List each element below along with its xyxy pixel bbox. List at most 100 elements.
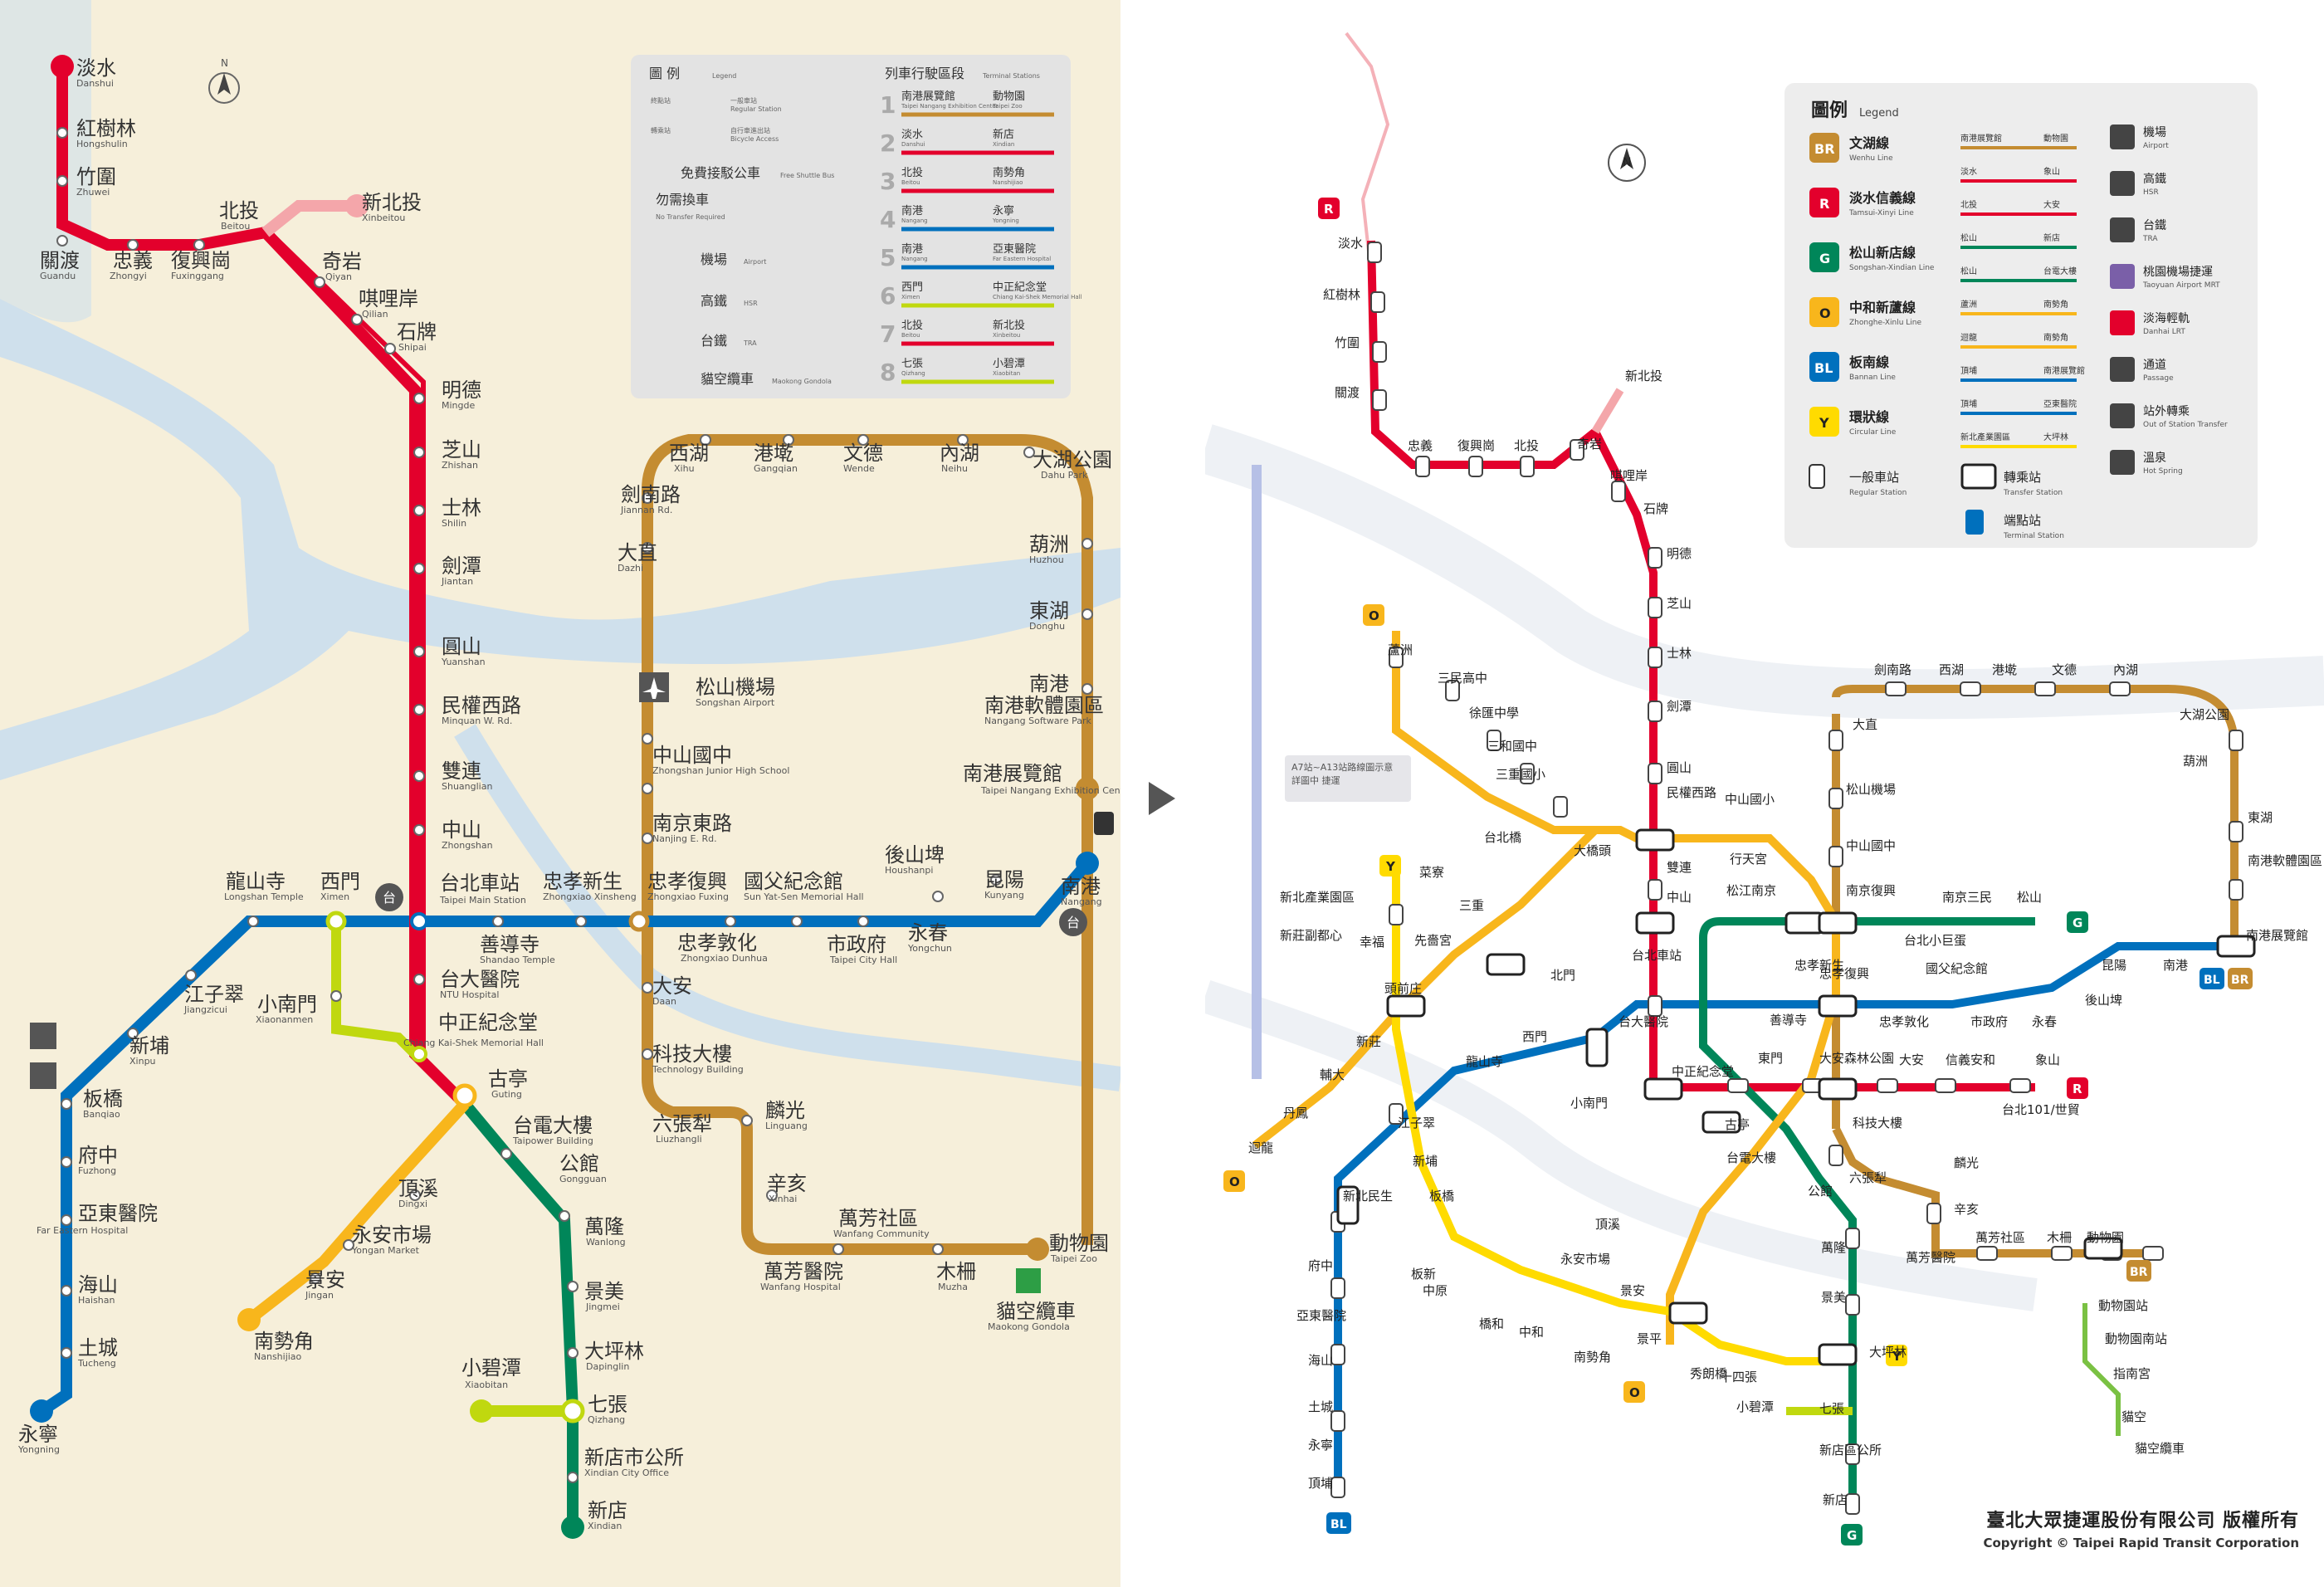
svg-text:HSR: HSR xyxy=(2143,188,2159,197)
svg-text:通道: 通道 xyxy=(2143,359,2166,372)
xinbeitou-branch xyxy=(261,200,357,237)
svg-text:O: O xyxy=(1819,305,1831,321)
svg-text:永春: 永春 xyxy=(2032,1014,2057,1029)
svg-text:Zhongxiao Xinsheng: Zhongxiao Xinsheng xyxy=(543,891,637,902)
svg-text:3: 3 xyxy=(880,168,896,195)
svg-text:Technology Building: Technology Building xyxy=(652,1064,744,1075)
svg-text:關渡: 關渡 xyxy=(40,249,80,272)
svg-text:亞東醫院: 亞東醫院 xyxy=(2043,398,2077,409)
svg-text:Nangang Software Park: Nangang Software Park xyxy=(984,715,1092,726)
svg-text:台電大樓: 台電大樓 xyxy=(513,1114,593,1137)
svg-text:Yongchun: Yongchun xyxy=(907,943,952,954)
svg-text:中正紀念堂: 中正紀念堂 xyxy=(1672,1064,1734,1079)
svg-text:Yongning: Yongning xyxy=(17,1444,60,1455)
svg-text:南港軟體園區: 南港軟體園區 xyxy=(984,694,1104,717)
svg-text:Jingan: Jingan xyxy=(305,1290,334,1301)
svg-text:市政府: 市政府 xyxy=(1970,1014,2008,1029)
svg-text:動物園: 動物園 xyxy=(993,90,1025,103)
svg-text:Fuxinggang: Fuxinggang xyxy=(171,271,224,281)
gondola-icon xyxy=(1016,1268,1041,1293)
ximen-cks-shuttle xyxy=(331,921,419,1058)
svg-text:文德: 文德 xyxy=(2052,662,2077,677)
svg-text:西門: 西門 xyxy=(320,870,360,893)
svg-text:No Transfer Required: No Transfer Required xyxy=(656,213,725,221)
svg-text:NTU Hospital: NTU Hospital xyxy=(440,989,499,1000)
svg-text:東門: 東門 xyxy=(1758,1051,1783,1066)
svg-text:古亭: 古亭 xyxy=(1725,1117,1750,1132)
svg-text:三重: 三重 xyxy=(1459,898,1484,913)
svg-text:西湖: 西湖 xyxy=(1939,662,1964,677)
svg-text:自行車進出站: 自行車進出站 xyxy=(730,126,770,134)
svg-text:6: 6 xyxy=(880,282,896,310)
legend-terminal-3: 松山新店 xyxy=(1960,232,2077,249)
svg-text:萬芳醫院: 萬芳醫院 xyxy=(1906,1250,1955,1265)
svg-text:中正紀念堂: 中正紀念堂 xyxy=(993,281,1047,294)
svg-text:中原: 中原 xyxy=(1423,1283,1448,1298)
svg-text:Huzhou: Huzhou xyxy=(1029,554,1064,565)
svg-text:紅樹林: 紅樹林 xyxy=(76,117,136,140)
svg-text:Minquan W. Rd.: Minquan W. Rd. xyxy=(442,715,512,726)
svg-text:中山國中: 中山國中 xyxy=(652,744,732,767)
zhonghe-xinlu-line xyxy=(1392,631,1840,1345)
left-legend: 圖 例 Legend 終點站 一般車站 Regular Station 轉乘站 … xyxy=(649,66,1040,387)
svg-text:北投: 北投 xyxy=(219,199,259,222)
svg-text:中和: 中和 xyxy=(1519,1325,1544,1340)
svg-text:西湖: 西湖 xyxy=(669,442,709,465)
right-legend-terminals: 南港展覽館動物園淡水象山北投大安松山新店松山台電大樓蘆洲南勢角迴龍南勢角頂埔南港… xyxy=(1960,133,2085,448)
svg-text:忠孝復興: 忠孝復興 xyxy=(1819,966,1869,981)
svg-text:Shipai: Shipai xyxy=(398,342,427,353)
svg-text:Dahu Park: Dahu Park xyxy=(1041,470,1088,481)
svg-text:內湖: 內湖 xyxy=(940,442,979,465)
svg-text:麟光: 麟光 xyxy=(1954,1155,1979,1170)
transfer-station-icon xyxy=(1960,463,1997,490)
svg-text:善導寺: 善導寺 xyxy=(1770,1013,1807,1028)
svg-text:Wende: Wende xyxy=(843,463,875,474)
compass-icon: N xyxy=(208,57,240,104)
svg-text:Zhongshan: Zhongshan xyxy=(442,840,493,851)
terminal-station-icon xyxy=(1965,510,1984,535)
arrow-right-icon xyxy=(1149,782,1175,815)
svg-text:北門: 北門 xyxy=(1550,968,1575,983)
svg-text:Bicycle Access: Bicycle Access xyxy=(730,135,779,143)
svg-text:圓山: 圓山 xyxy=(442,635,481,658)
danshui-line xyxy=(56,66,469,1108)
svg-text:Far Eastern Hospital: Far Eastern Hospital xyxy=(37,1225,128,1236)
svg-text:Guting: Guting xyxy=(491,1089,522,1100)
river xyxy=(0,299,1120,780)
svg-text:忠孝敦化: 忠孝敦化 xyxy=(677,931,757,955)
svg-text:Dapinglin: Dapinglin xyxy=(586,1361,629,1372)
svg-text:小碧潭: 小碧潭 xyxy=(993,358,1025,370)
svg-text:善導寺: 善導寺 xyxy=(480,933,540,956)
svg-text:科技大樓: 科技大樓 xyxy=(652,1043,732,1066)
svg-text:Zhongxiao Fuxing: Zhongxiao Fuxing xyxy=(647,891,729,902)
river-mouth xyxy=(0,0,91,323)
svg-text:Danhai LRT: Danhai LRT xyxy=(2143,328,2185,336)
svg-text:N: N xyxy=(1623,156,1631,169)
svg-text:O: O xyxy=(1369,608,1379,623)
svg-text:忠孝新生: 忠孝新生 xyxy=(1794,958,1844,973)
svg-text:淡水: 淡水 xyxy=(1338,236,1363,251)
svg-text:萬芳醫院: 萬芳醫院 xyxy=(764,1260,843,1283)
svg-text:Wanlong: Wanlong xyxy=(586,1237,626,1248)
svg-text:新北產業園區: 新北產業園區 xyxy=(1280,890,1355,905)
svg-text:忠義: 忠義 xyxy=(1408,438,1433,453)
svg-text:劍南路: 劍南路 xyxy=(1874,662,1911,677)
svg-text:動物園: 動物園 xyxy=(2043,133,2068,144)
svg-text:Yongning: Yongning xyxy=(992,217,1019,224)
svg-text:4: 4 xyxy=(880,206,896,233)
svg-text:台北小巨蛋: 台北小巨蛋 xyxy=(1904,933,1966,948)
svg-text:台北101/世貿: 台北101/世貿 xyxy=(2002,1102,2080,1117)
svg-text:江子翠: 江子翠 xyxy=(1398,1116,1435,1130)
xindian-line xyxy=(460,1100,579,1527)
svg-text:溫泉: 溫泉 xyxy=(2143,451,2166,465)
svg-text:迴龍: 迴龍 xyxy=(1248,1140,1273,1155)
svg-text:Chiang Kai-Shek Memorial Hall: Chiang Kai-Shek Memorial Hall xyxy=(993,294,1082,300)
svg-text:Taipei Zoo: Taipei Zoo xyxy=(992,103,1023,110)
svg-text:Bannan Line: Bannan Line xyxy=(1849,374,1896,382)
svg-text:南港展覽館: 南港展覽館 xyxy=(1960,133,2002,144)
